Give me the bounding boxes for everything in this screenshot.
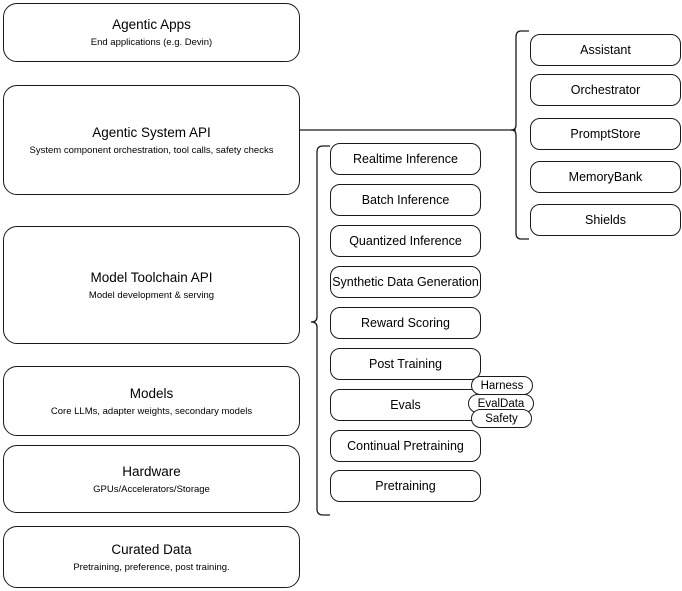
system-component-assistant[interactable]: Assistant: [530, 34, 681, 66]
system-component-memorybank[interactable]: MemoryBank: [530, 161, 681, 193]
evals-badge-harness[interactable]: Harness: [471, 376, 533, 395]
layer-title: Hardware: [122, 463, 181, 479]
system-component-orchestrator[interactable]: Orchestrator: [530, 74, 681, 106]
layer-agentic-system-api[interactable]: Agentic System API System component orch…: [3, 85, 300, 195]
bracket-toolchain-components: [310, 145, 330, 516]
toolchain-synthetic-data-generation[interactable]: Synthetic Data Generation: [330, 266, 481, 298]
layer-subtitle: GPUs/Accelerators/Storage: [93, 483, 210, 495]
layer-title: Agentic System API: [92, 124, 211, 140]
toolchain-continual-pretraining[interactable]: Continual Pretraining: [330, 430, 481, 462]
layer-model-toolchain-api[interactable]: Model Toolchain API Model development & …: [3, 226, 300, 344]
layer-curated-data[interactable]: Curated Data Pretraining, preference, po…: [3, 526, 300, 588]
toolchain-post-training[interactable]: Post Training: [330, 348, 481, 380]
layer-subtitle: End applications (e.g. Devin): [90, 37, 213, 48]
system-component-shields[interactable]: Shields: [530, 204, 681, 236]
layer-subtitle: Model development & serving: [88, 289, 215, 301]
evals-badge-safety[interactable]: Safety: [471, 409, 532, 428]
layer-title: Models: [129, 385, 174, 401]
system-component-promptstore[interactable]: PromptStore: [530, 118, 681, 150]
toolchain-pretraining[interactable]: Pretraining: [330, 470, 481, 502]
toolchain-reward-scoring[interactable]: Reward Scoring: [330, 307, 481, 339]
bracket-system-components: [510, 30, 529, 240]
toolchain-batch-inference[interactable]: Batch Inference: [330, 184, 481, 216]
toolchain-evals[interactable]: Evals: [330, 389, 481, 421]
layer-title: Curated Data: [111, 541, 192, 557]
layer-title: Model Toolchain API: [90, 269, 213, 285]
layer-title: Agentic Apps: [112, 17, 191, 32]
layer-subtitle: Pretraining, preference, post training.: [73, 561, 230, 573]
layer-hardware[interactable]: Hardware GPUs/Accelerators/Storage: [3, 445, 300, 513]
toolchain-realtime-inference[interactable]: Realtime Inference: [330, 143, 481, 175]
layer-subtitle: Core LLMs, adapter weights, secondary mo…: [50, 405, 253, 417]
layer-models[interactable]: Models Core LLMs, adapter weights, secon…: [3, 366, 300, 436]
layer-subtitle: System component orchestration, tool cal…: [29, 144, 274, 156]
toolchain-quantized-inference[interactable]: Quantized Inference: [330, 225, 481, 257]
layer-agentic-apps[interactable]: Agentic Apps End applications (e.g. Devi…: [3, 3, 300, 62]
